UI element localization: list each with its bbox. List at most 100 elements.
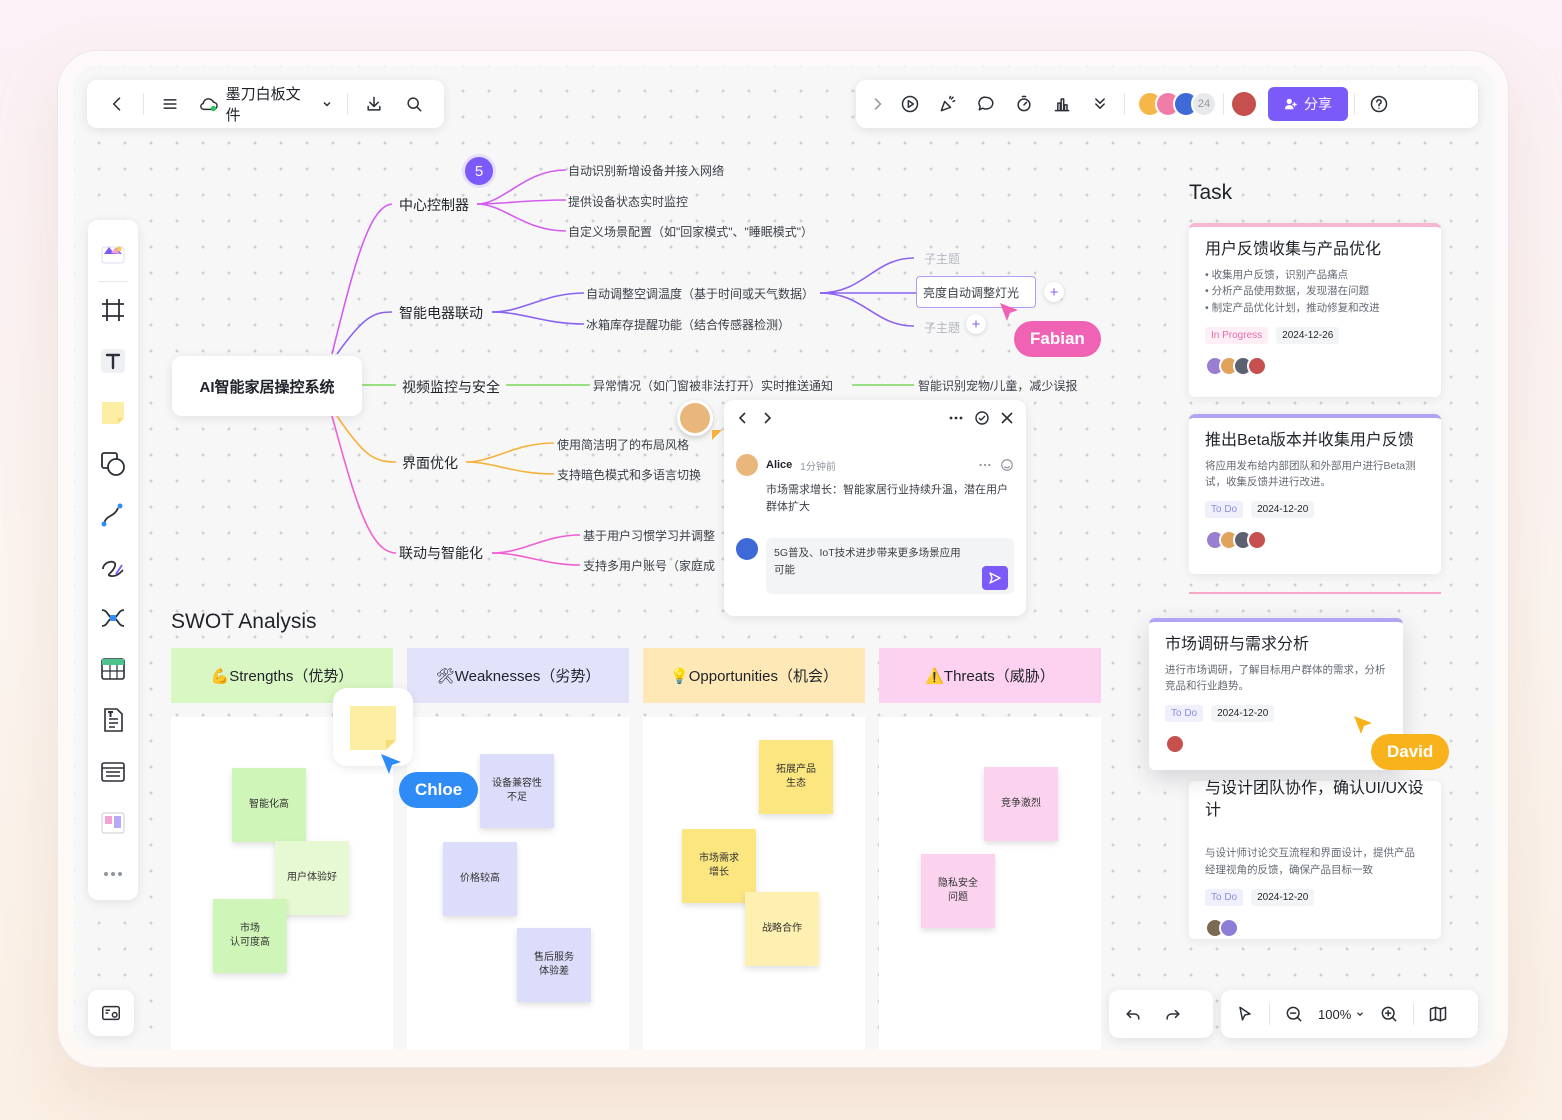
more-icon[interactable] [978,458,992,472]
frame-tool-icon[interactable] [93,284,133,335]
mindmap-leaf[interactable]: 智能识别宠物/儿童，减少误报 [918,379,1078,393]
share-button[interactable]: 分享 [1268,87,1348,121]
swot-header-opportunities[interactable]: 💡Opportunities（机会） [643,648,865,703]
next-comment-icon[interactable] [760,411,774,425]
mindmap-collapsed-badge[interactable]: 5 [462,154,496,188]
due-date[interactable]: 2024-12-20 [1251,501,1315,519]
sticky-note[interactable]: 拓展产品 生态 [759,740,833,814]
emoji-icon[interactable] [1000,458,1014,472]
add-node-icon[interactable]: + [1044,282,1064,302]
document-tool-icon[interactable] [93,695,133,746]
status-badge[interactable]: To Do [1165,705,1204,723]
text-tool-icon[interactable] [93,336,133,387]
sticky-note[interactable]: 隐私安全 问题 [921,854,995,928]
add-node-icon[interactable]: + [966,314,986,334]
mindmap-leaf[interactable]: 冰箱库存提醒功能（结合传感器检测） [586,318,791,332]
kanban-tool-icon[interactable] [93,797,133,848]
due-date[interactable]: 2024-12-20 [1251,888,1315,906]
status-badge[interactable]: To Do [1205,888,1244,906]
search-icon[interactable] [396,86,432,122]
mindmap-leaf[interactable]: 自动调整空调温度（基于时间或天气数据） [586,287,815,301]
sticky-note[interactable]: 设备兼容性 不足 [480,754,554,828]
download-icon[interactable] [356,86,392,122]
sticky-note-tool-icon[interactable] [93,387,133,438]
timer-icon[interactable] [1006,86,1042,122]
sticky-note[interactable]: 价格较高 [443,842,517,916]
assignee-avatars[interactable] [1205,355,1425,381]
branch-ui-optimization[interactable]: 界面优化 [402,455,458,471]
resolve-icon[interactable] [974,410,990,426]
zoom-in-icon[interactable] [1371,996,1407,1032]
dragged-sticky-preview[interactable] [333,688,413,766]
mindmap-leaf[interactable]: 支持暗色模式和多语言切换 [557,468,702,482]
whiteboard-canvas[interactable]: 墨刀白板文件 24 分享 [74,66,1494,1050]
sub-topic-selected-node[interactable]: 亮度自动调整灯光 [916,276,1036,308]
assignee-avatars[interactable] [1205,530,1425,555]
due-date[interactable]: 2024-12-20 [1211,705,1275,723]
swot-header-threats[interactable]: ⚠️Threats（威胁） [879,648,1101,703]
template-icon[interactable] [93,228,133,279]
swot-header-weaknesses[interactable]: 🛠Weaknesses（劣势） [407,648,629,703]
branch-appliance-linkage[interactable]: 智能电器联动 [399,305,483,321]
more-tools-icon[interactable] [93,849,133,900]
task-card[interactable]: 用户反馈收集与产品优化 • 收集用户反馈，识别产品痛点 • 分析产品使用数据，发… [1189,223,1441,397]
help-icon[interactable] [1361,86,1397,122]
zoom-out-icon[interactable] [1276,996,1312,1032]
file-title-dropdown[interactable]: 墨刀白板文件 [192,83,340,125]
pen-tool-icon[interactable] [93,541,133,592]
comment-icon[interactable] [968,86,1004,122]
select-cursor-icon[interactable] [1227,996,1263,1032]
vote-chart-icon[interactable] [1044,86,1080,122]
task-card[interactable]: 与设计师讨论交互流程和界面设计，提供产品经理视角的反馈，确保产品目标一致 To … [1189,781,1441,939]
back-icon[interactable] [99,86,135,122]
sticky-note[interactable]: 用户体验好 [275,841,349,915]
celebrate-icon[interactable] [930,86,966,122]
expand-more-icon[interactable] [1082,86,1118,122]
comment-pin-avatar[interactable] [677,400,713,436]
more-icon[interactable] [948,410,964,426]
sticky-note[interactable]: 市场需求 增长 [682,829,756,903]
undo-icon[interactable] [1115,996,1151,1032]
sticky-note[interactable]: 竞争激烈 [984,767,1058,841]
branch-linkage-intelligence[interactable]: 联动与智能化 [399,545,483,561]
status-badge[interactable]: In Progress [1205,326,1269,344]
chevron-right-icon[interactable] [866,86,890,122]
redo-icon[interactable] [1155,996,1191,1032]
sticky-note[interactable]: 战略合作 [745,892,819,966]
sub-topic-placeholder[interactable]: 子主题 [924,252,961,266]
status-badge[interactable]: To Do [1205,501,1244,519]
mindmap-leaf[interactable]: 使用简洁明了的布局风格 [557,438,690,452]
menu-icon[interactable] [152,86,188,122]
sticky-note[interactable]: 智能化高 [232,768,306,842]
zoom-level-dropdown[interactable]: 100% [1314,1007,1369,1022]
mindmap-leaf[interactable]: 自定义场景配置（如"回家模式"、"睡眠模式"） [568,225,814,239]
sticky-note[interactable]: 售后服务 体验差 [517,928,591,1002]
prev-comment-icon[interactable] [736,411,750,425]
branch-central-controller[interactable]: 中心控制器 [399,197,469,213]
collaborator-avatars[interactable]: 24 [1137,91,1217,117]
current-user-avatar[interactable] [1230,90,1258,118]
mindmap-root-node[interactable]: AI智能家居操控系统 [172,356,362,416]
mindmap-leaf[interactable]: 异常情况（如门窗被非法打开）实时推送通知 [593,379,834,393]
assignee-avatars[interactable] [1205,917,1425,943]
table-tool-icon[interactable] [93,643,133,694]
shape-tool-icon[interactable] [93,438,133,489]
due-date[interactable]: 2024-12-26 [1276,326,1340,344]
connector-tool-icon[interactable] [93,490,133,541]
reply-input[interactable]: 5G普及、IoT技术进步带来更多场景应用可能 [766,538,1014,595]
map-icon[interactable] [1420,996,1456,1032]
mindmap-leaf[interactable]: 支持多用户账号（家庭成 [583,559,716,573]
send-button[interactable] [982,566,1008,591]
mindmap-tool-icon[interactable] [93,592,133,643]
branch-video-security[interactable]: 视频监控与安全 [402,379,500,395]
sub-topic-placeholder[interactable]: 子主题 [924,321,961,335]
close-icon[interactable] [1000,411,1014,425]
mindmap-leaf[interactable]: 自动识别新增设备并接入网络 [568,164,725,178]
mindmap-leaf[interactable]: 提供设备状态实时监控 [568,195,689,209]
minimap-button[interactable] [88,990,134,1036]
play-icon[interactable] [892,86,928,122]
mindmap-leaf[interactable]: 基于用户习惯学习并调整 [583,529,716,543]
sticky-note[interactable]: 市场 认可度高 [213,899,287,973]
list-tool-icon[interactable] [93,746,133,797]
assignee-avatars[interactable] [1165,734,1387,759]
